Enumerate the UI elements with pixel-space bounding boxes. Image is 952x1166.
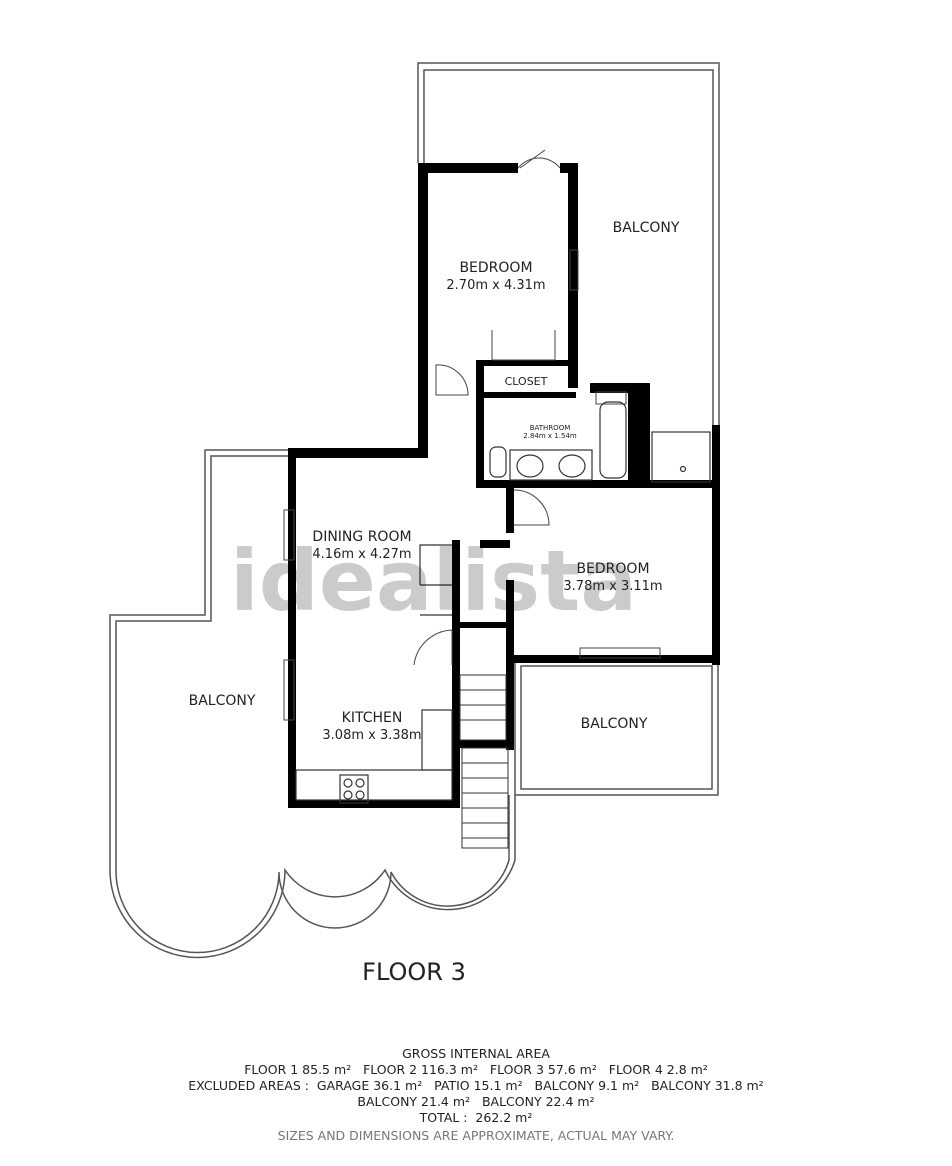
kitchen-sink-icon [421,709,453,771]
room-label-dining-room: DINING ROOM [312,529,411,545]
walls [288,163,720,808]
room-label-bedroom-2: BEDROOM [576,561,649,577]
room-size-dining-room: 4.16m x 4.27m [312,547,411,562]
legend-floors: FLOOR 1 85.5 m² FLOOR 2 116.3 m² FLOOR 3… [244,1062,708,1077]
legend-excluded: EXCLUDED AREAS : GARAGE 36.1 m² PATIO 15… [188,1078,764,1093]
balcony-left-outline [109,449,288,870]
room-label-balcony-bottom-right: BALCONY [581,716,648,732]
legend-heading: GROSS INTERNAL AREA [402,1046,550,1061]
fixtures [295,401,711,804]
room-size-kitchen: 3.08m x 3.38m [322,728,421,743]
room-size-bathroom: 2.84m x 1.54m [523,432,577,440]
area-legend: GROSS INTERNAL AREA FLOOR 1 85.5 m² FLOO… [0,1046,952,1144]
sink-icon [558,454,586,478]
doors-windows [283,149,661,721]
watermark: idealista [230,532,637,630]
legend-total: TOTAL : 262.2 m² [419,1110,533,1125]
balcony-top-right-outline [417,62,720,425]
sink-icon [516,454,544,478]
stove-icon [339,774,369,804]
room-label-closet: CLOSET [505,375,548,388]
legend-note: SIZES AND DIMENSIONS ARE APPROXIMATE, AC… [277,1128,675,1143]
shower-icon [651,431,711,483]
room-label-balcony-top-right: BALCONY [613,220,680,236]
legend-balconies: BALCONY 21.4 m² BALCONY 22.4 m² [357,1094,595,1109]
stairs [459,674,509,849]
vanity-icon [509,449,593,481]
floor-title: FLOOR 3 [362,958,466,986]
toilet-icon [489,446,507,478]
room-label-kitchen: KITCHEN [342,710,403,726]
bathtub-icon [599,401,627,479]
room-size-bedroom-1: 2.70m x 4.31m [446,278,545,293]
room-size-bedroom-2: 3.78m x 3.11m [563,579,662,594]
counter [295,769,453,801]
balcony-outlines [109,62,720,959]
room-label-bedroom-1: BEDROOM [459,260,532,276]
room-label-bathroom: BATHROOM [530,424,571,432]
room-label-balcony-left: BALCONY [189,693,256,709]
